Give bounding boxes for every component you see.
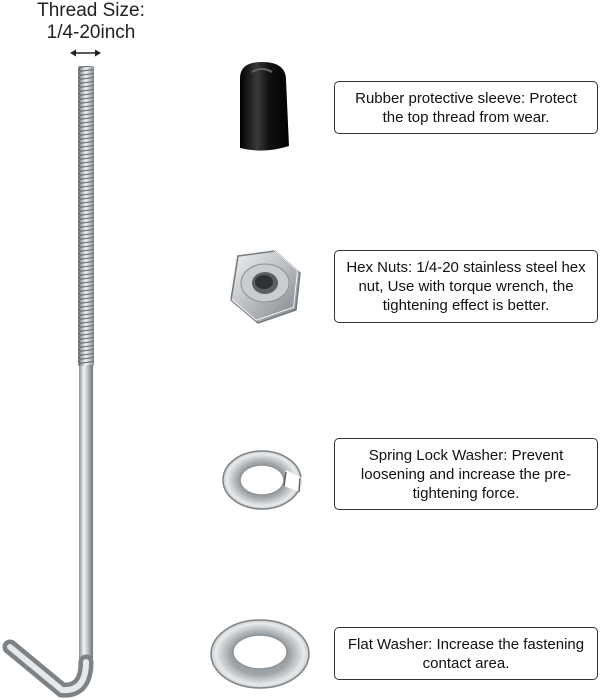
double-arrow-icon xyxy=(70,49,101,57)
thread-size-heading: Thread Size: xyxy=(37,0,145,21)
spring-lock-washer-callout: Spring Lock Washer: Prevent loosening an… xyxy=(334,438,598,510)
hex-nut-icon xyxy=(229,248,301,324)
rubber-sleeve-callout: Rubber protective sleeve: Protect the to… xyxy=(334,81,598,134)
flat-washer-callout: Flat Washer: Increase the fastening cont… xyxy=(334,627,598,680)
hex-nut-callout: Hex Nuts: 1/4-20 stainless steel hex nut… xyxy=(334,250,598,323)
thread-size-value: 1/4-20inch xyxy=(46,22,136,43)
rubber-sleeve-description: Rubber protective sleeve: Protect the to… xyxy=(355,89,577,126)
spring-lock-washer-description: Spring Lock Washer: Prevent loosening an… xyxy=(360,446,572,502)
thread-size-label: Thread Size: 1/4-20inch xyxy=(6,0,176,44)
rubber-sleeve-icon xyxy=(240,62,289,151)
hex-nut-description: Hex Nuts: 1/4-20 stainless steel hex nut… xyxy=(346,259,586,314)
spring-lock-washer-icon xyxy=(222,450,302,510)
flat-washer-icon xyxy=(210,619,310,689)
j-bolt-icon xyxy=(2,66,94,698)
flat-washer-description: Flat Washer: Increase the fastening cont… xyxy=(347,635,585,672)
